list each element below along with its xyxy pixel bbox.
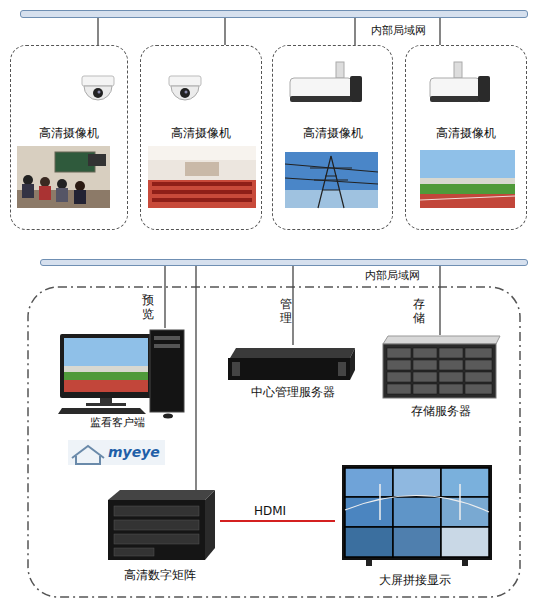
server-device: 中心管理服务器 <box>225 345 360 402</box>
network-link <box>354 18 355 45</box>
network-link <box>195 266 196 490</box>
network-link <box>439 266 440 335</box>
camera-group: 高清摄像机 <box>140 45 262 230</box>
node-label: 大屏拼接显示 <box>335 573 495 587</box>
matrix-device: 高清数字矩阵 <box>105 490 220 585</box>
camera-group: 高清摄像机 <box>405 45 527 230</box>
node-label: 高清摄像机 <box>11 126 127 140</box>
network-bus: 内部局域网 <box>40 259 528 266</box>
stadium-photo <box>420 150 515 208</box>
network-link <box>224 18 225 45</box>
network-link <box>439 18 440 45</box>
network-link <box>292 266 293 345</box>
network-link <box>164 266 165 328</box>
group-outline <box>28 287 520 597</box>
meeting-room-photo <box>148 146 256 208</box>
link-label: 管理 <box>279 297 293 325</box>
storage-server <box>383 336 500 398</box>
network-bus: 内部局域网 <box>20 10 528 18</box>
client-device: 监看客户端 <box>55 328 190 430</box>
node-label: 内部局域网 <box>358 24 438 38</box>
display-device: 大屏拼接显示 <box>335 462 495 587</box>
node-label: 内部局域网 <box>352 269 432 283</box>
pylon-photo <box>285 152 378 208</box>
link-label: 预览 <box>141 293 155 321</box>
matrix-chassis <box>108 490 215 560</box>
node-label: 高清数字矩阵 <box>105 568 215 582</box>
bullet-camera <box>430 62 490 102</box>
node-label: 存储服务器 <box>380 404 502 418</box>
logo-mark <box>68 440 165 465</box>
link-label: HDMI <box>250 504 290 518</box>
network-link <box>97 18 98 45</box>
rack-server <box>228 348 355 380</box>
link-label: 存储 <box>412 297 426 325</box>
video-wall <box>342 465 492 566</box>
network-link <box>220 520 335 522</box>
node-label: 高清摄像机 <box>141 126 261 140</box>
workstation <box>58 330 184 419</box>
node-label: 高清摄像机 <box>273 126 392 140</box>
dome-camera <box>82 76 114 100</box>
server-device: 存储服务器 <box>380 335 505 420</box>
dome-camera <box>169 76 201 100</box>
node-label: 监看客户端 <box>55 416 180 430</box>
classroom-photo <box>17 146 110 208</box>
camera-group: 高清摄像机 <box>272 45 393 230</box>
camera-group: 高清摄像机 <box>10 45 128 230</box>
node-label: 高清摄像机 <box>406 126 526 140</box>
bullet-camera <box>290 62 362 102</box>
node-label: 中心管理服务器 <box>225 385 360 399</box>
brand-logo: myeye <box>108 444 160 460</box>
